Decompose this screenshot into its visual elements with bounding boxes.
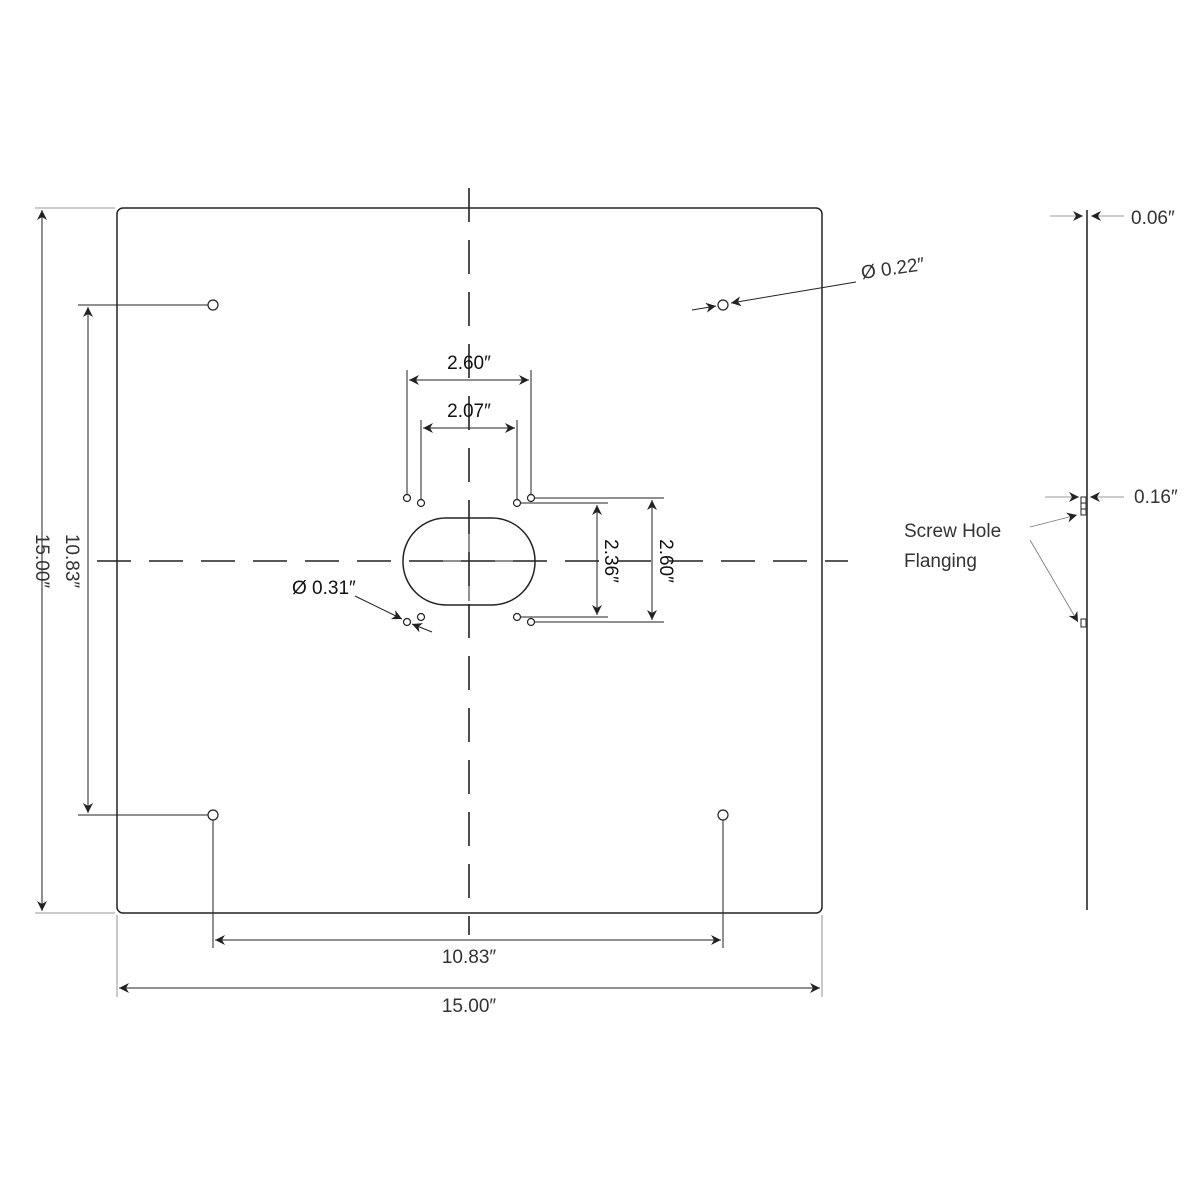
mount-hole — [526, 493, 536, 503]
dimension-label: Ø 0.31″ — [292, 578, 356, 599]
dimension-label: Ø 0.22″ — [860, 254, 926, 284]
mount-hole — [512, 498, 522, 508]
dimension-inner-horizontal: 2.07″ — [420, 401, 518, 499]
dimension-label: 10.83″ — [442, 947, 497, 968]
side-view: 0.06″ 0.16″ Screw Hole Flanging — [904, 208, 1178, 910]
dimension-label: 2.60″ — [655, 539, 676, 583]
mount-hole — [416, 498, 426, 508]
dimension-label: 2.36″ — [600, 539, 621, 583]
dimension-plate-height: 15.00″ — [31, 207, 115, 914]
mount-hole — [402, 493, 412, 503]
dimension-label: 15.00″ — [442, 996, 497, 1017]
flange-label: Flanging — [904, 551, 977, 572]
mount-hole — [416, 612, 426, 622]
dimension-label: 15.00″ — [31, 534, 52, 589]
dimension-label: 0.06″ — [1131, 208, 1175, 229]
dimension-outer-vertical: 2.60″ — [535, 497, 676, 623]
corner-hole — [717, 809, 729, 821]
dimension-label: 10.83″ — [61, 534, 82, 589]
mount-hole — [402, 617, 412, 627]
corner-hole — [207, 299, 219, 311]
mount-hole — [526, 617, 536, 627]
dimension-hole-spacing-horizontal: 10.83″ — [212, 820, 724, 968]
center-slot — [402, 517, 536, 606]
dimension-plate-width: 15.00″ — [116, 915, 823, 1017]
corner-hole — [207, 809, 219, 821]
callout-mount-hole-diameter: Ø 0.31″ — [292, 578, 433, 633]
dimension-outer-horizontal: 2.60″ — [406, 353, 532, 494]
flange — [1080, 618, 1087, 628]
dimension-inner-vertical: 2.36″ — [521, 502, 621, 618]
corner-holes — [207, 299, 729, 821]
flange — [1080, 496, 1087, 504]
mounting-holes — [402, 493, 536, 627]
dimension-hole-spacing-vertical: 10.83″ — [61, 304, 208, 816]
dimension-label: 2.60″ — [447, 353, 491, 374]
dimension-label: 2.07″ — [447, 401, 491, 422]
corner-hole — [717, 299, 729, 311]
mount-hole — [512, 612, 522, 622]
flange-label: Screw Hole — [904, 521, 1001, 542]
dimension-label: 0.16″ — [1134, 487, 1178, 508]
